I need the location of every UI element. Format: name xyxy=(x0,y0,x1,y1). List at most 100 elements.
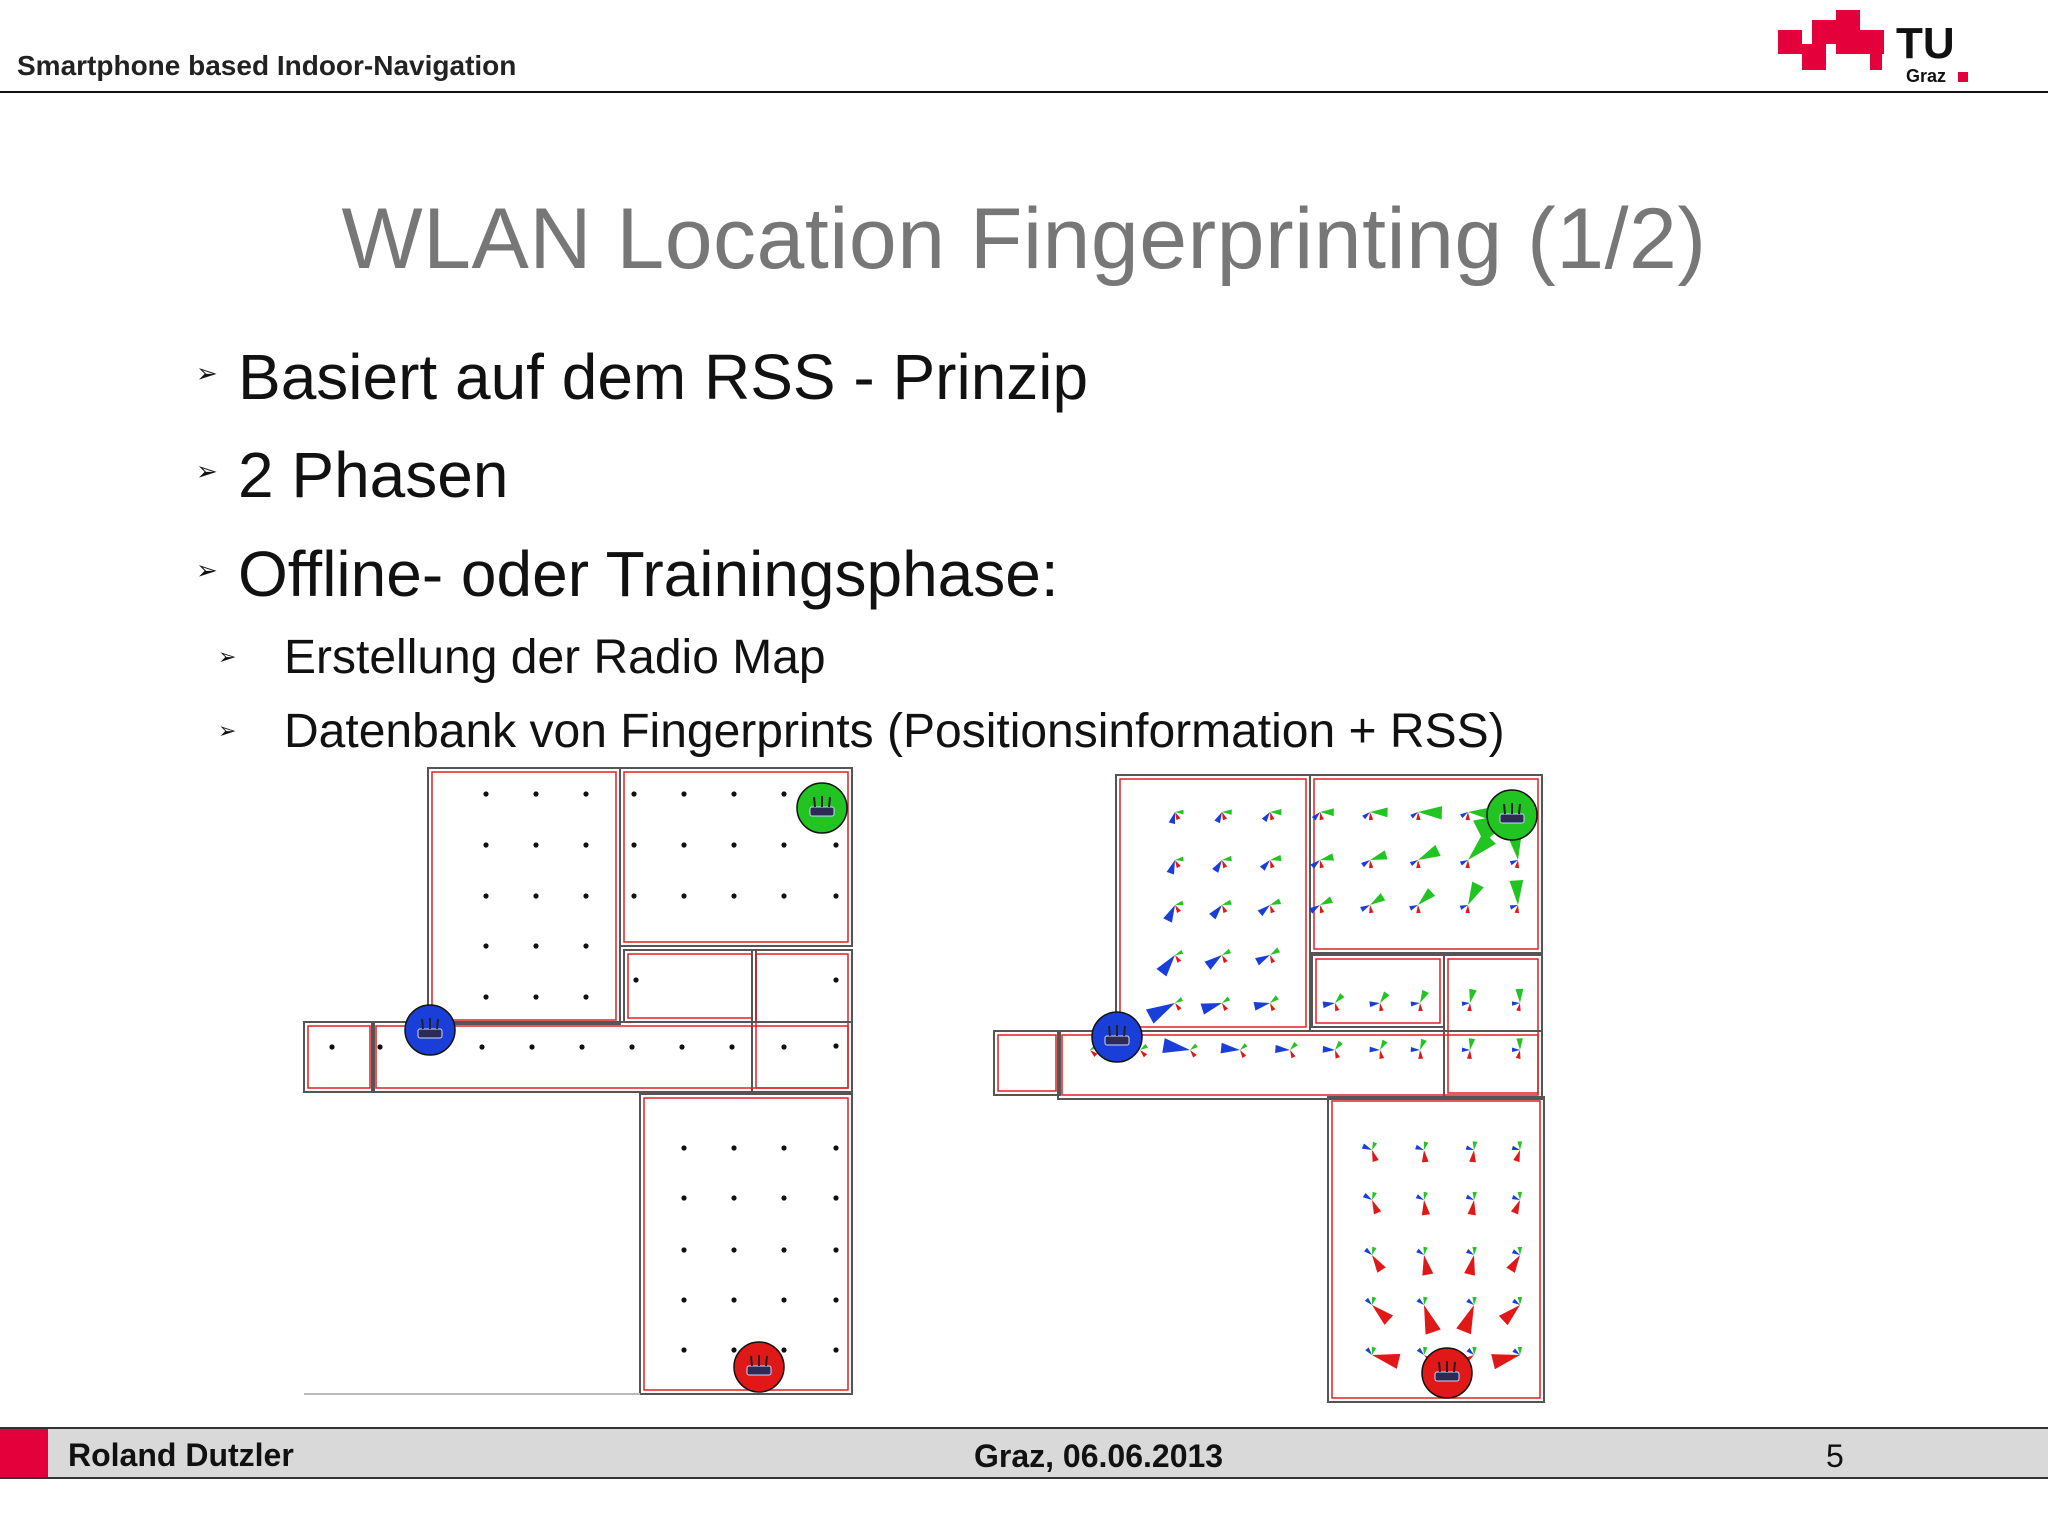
room-wall xyxy=(639,1093,853,1395)
rss-vector xyxy=(1361,860,1370,868)
rss-vector xyxy=(1380,1039,1388,1050)
tu-graz-logo: TU Graz xyxy=(1778,10,1968,86)
rss-vector xyxy=(1464,1255,1475,1276)
rss-vector xyxy=(1421,1200,1431,1216)
bullet-arrow-icon: ➢ xyxy=(218,644,237,669)
rss-vector xyxy=(1319,812,1324,821)
rss-vector xyxy=(1372,1305,1394,1325)
rss-vector xyxy=(1461,1001,1470,1006)
rss-vector xyxy=(1517,1346,1523,1355)
rss-vector xyxy=(1468,881,1484,905)
rss-vector xyxy=(1510,1200,1520,1215)
reference-point xyxy=(781,893,787,899)
rss-vector xyxy=(1415,1194,1424,1200)
rss-vector xyxy=(1372,1353,1401,1369)
rss-vector xyxy=(1418,844,1441,860)
reference-point xyxy=(533,943,539,949)
rss-vector xyxy=(1162,1038,1190,1054)
room-inner-wall xyxy=(643,1097,849,1391)
rss-vector xyxy=(1369,905,1374,914)
rss-vector xyxy=(1319,860,1325,869)
rss-vector xyxy=(1372,1141,1378,1150)
rss-vector xyxy=(1222,855,1232,862)
room-inner-wall xyxy=(375,1025,849,1089)
footer-author: Roland Dutzler xyxy=(68,1437,294,1473)
rss-vector xyxy=(1491,1354,1520,1370)
rss-vector xyxy=(1468,831,1496,860)
room-inner-wall xyxy=(1061,1034,1539,1096)
reference-point xyxy=(629,1044,635,1050)
bullet-arrow-icon: ➢ xyxy=(218,718,237,743)
rss-vector xyxy=(1472,1346,1477,1355)
rss-vector xyxy=(1369,1046,1380,1053)
bullet-text: Offline- oder Trainingsphase: xyxy=(238,538,1059,610)
rss-vector xyxy=(1466,1050,1472,1059)
room-inner-wall xyxy=(623,771,849,943)
bullet-arrow-icon: ➢ xyxy=(196,358,218,388)
rss-vector xyxy=(1222,996,1231,1003)
rss-vector xyxy=(1259,860,1270,871)
footer-bar: Roland Dutzler Graz, 06.06.2013 5 xyxy=(0,1427,2048,1479)
room-wall xyxy=(427,767,621,1025)
rss-vector xyxy=(1335,1003,1340,1012)
rss-vector xyxy=(1372,1246,1377,1255)
reference-point xyxy=(681,1297,687,1303)
rss-vector xyxy=(1220,1042,1240,1054)
reference-point xyxy=(833,977,839,983)
reference-point xyxy=(781,842,787,848)
bullet-arrow-icon: ➢ xyxy=(196,456,218,486)
rss-vector xyxy=(1515,1050,1521,1059)
rss-vector xyxy=(1370,807,1388,818)
rss-vector xyxy=(1140,1043,1148,1050)
reference-point xyxy=(633,977,639,983)
rss-vector xyxy=(1410,812,1418,819)
rss-vector xyxy=(1379,1003,1384,1012)
rss-vector xyxy=(1459,860,1468,866)
rss-vector xyxy=(1308,905,1320,914)
rss-vector xyxy=(1459,905,1468,910)
rss-vector xyxy=(1270,854,1282,862)
reference-point xyxy=(583,893,589,899)
rss-vector xyxy=(1090,1050,1098,1058)
sub-bullet-text: Erstellung der Radio Map xyxy=(284,631,826,684)
rss-vector xyxy=(1517,1296,1523,1305)
reference-point xyxy=(533,994,539,1000)
rss-vector xyxy=(1168,812,1175,825)
reference-point xyxy=(681,842,687,848)
room-inner-wall xyxy=(431,771,617,1021)
rss-vector xyxy=(1368,812,1374,821)
reference-point xyxy=(533,842,539,848)
rss-vector xyxy=(1472,1191,1478,1200)
rss-vector xyxy=(1372,1296,1377,1305)
rss-vector xyxy=(1465,1145,1474,1150)
room-inner-wall xyxy=(1447,958,1539,1094)
reference-point xyxy=(781,1247,787,1253)
rss-vector xyxy=(1418,888,1436,905)
rss-vector xyxy=(1517,1246,1523,1255)
rss-vector xyxy=(1498,1305,1520,1326)
rss-vector xyxy=(1166,860,1175,875)
reference-point xyxy=(631,791,637,797)
page-number: 5 xyxy=(1826,1438,1844,1474)
rss-vector xyxy=(1410,1001,1420,1007)
reference-point xyxy=(833,1195,839,1201)
room-wall xyxy=(1327,1096,1545,1403)
reference-point xyxy=(833,1247,839,1253)
rss-vector xyxy=(1360,905,1370,912)
rss-vector xyxy=(1270,808,1282,816)
rss-vector xyxy=(1472,1246,1477,1255)
rss-vector xyxy=(1270,812,1275,821)
rss-vector xyxy=(1461,1047,1470,1052)
rss-vector xyxy=(1467,1200,1476,1216)
rss-vector xyxy=(1212,860,1222,873)
reference-point xyxy=(483,842,489,848)
rss-vector xyxy=(1240,1043,1248,1050)
rss-vector xyxy=(1255,955,1270,966)
rss-vector xyxy=(1320,853,1334,861)
reference-point xyxy=(731,1195,737,1201)
rss-vector xyxy=(1200,1003,1222,1015)
reference-point xyxy=(583,791,589,797)
rss-vector xyxy=(1420,1038,1427,1050)
reference-point xyxy=(833,1145,839,1151)
rss-vector xyxy=(1257,905,1270,917)
